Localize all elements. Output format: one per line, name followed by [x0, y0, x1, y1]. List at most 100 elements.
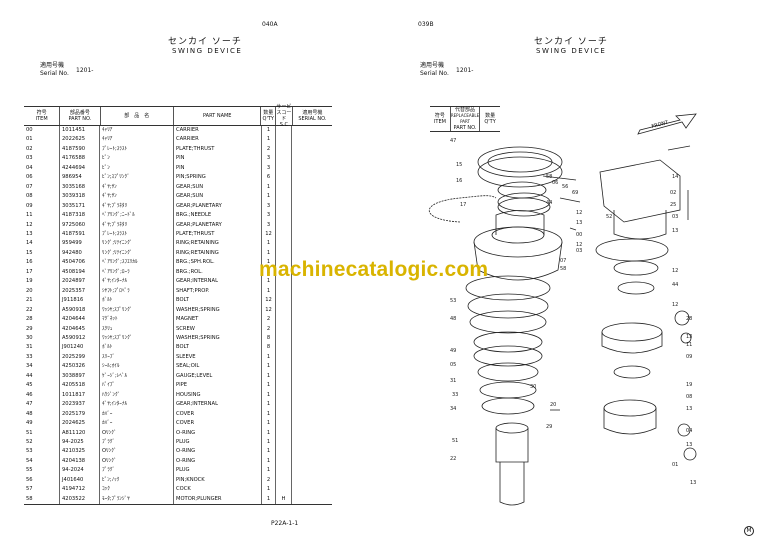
cell-no: 06 [24, 173, 60, 183]
cell-no: 03 [24, 154, 60, 164]
cell-pn: 2024625 [60, 419, 100, 429]
cell-sc [276, 456, 292, 467]
cell-no: 54 [24, 456, 60, 467]
cell-ser [292, 362, 332, 371]
header-name-jp: 部 品 名 [101, 107, 175, 125]
cell-qty: 1 [262, 135, 276, 145]
cell-pn: 3038897 [60, 371, 100, 382]
cell-en: WASHER;SPRING [174, 333, 262, 344]
left-title-en: SWING DEVICE [172, 47, 243, 55]
callout-label: 58 [546, 174, 552, 180]
cell-no: 20 [24, 286, 60, 297]
cell-jp: ｼｰﾙ;ｵｲﾙ [100, 362, 174, 372]
swing-motor [599, 159, 681, 223]
cell-en: PIN [174, 163, 262, 174]
cell-pn: 2023937 [60, 400, 100, 410]
cell-pn: 3035168 [60, 182, 100, 193]
cell-no: 48 [24, 409, 60, 420]
front-arrow-icon [637, 113, 697, 135]
cell-sc [276, 305, 292, 316]
cell-jp: ｶﾊﾞｰ [100, 409, 174, 420]
cell-jp: ｷﾞﾔ;ﾌﾟﾗﾈﾀﾘ [100, 201, 174, 212]
cell-ser [292, 325, 332, 334]
callout-label: 44 [546, 200, 552, 206]
cell-no: 53 [24, 447, 60, 457]
cell-sc [276, 437, 292, 448]
cell-pn: 986954 [60, 173, 100, 183]
cell-pn: 4194712 [60, 485, 100, 495]
cell-en: GEAR;PLANETARY [174, 220, 262, 230]
cell-jp: ﾘﾝｸﾞ;ﾘﾃｲﾆﾝｸﾞ [100, 248, 174, 259]
cell-qty: 1 [262, 371, 276, 382]
cell-ser [292, 315, 332, 324]
cell-sc [276, 173, 292, 183]
callout-label: 12 [576, 210, 582, 216]
cell-no: 12 [24, 220, 60, 230]
cell-jp: ｷﾞﾔ;ｻﾝ [100, 192, 174, 202]
cell-ser [292, 173, 332, 182]
cell-jp: ｷｬﾘｱ [100, 135, 174, 145]
callout-label: 31 [450, 378, 456, 384]
cell-sc [276, 154, 292, 164]
cell-qty: 1 [262, 428, 276, 438]
cell-jp: ﾊﾟｲﾌﾟ [100, 381, 174, 391]
cell-pn: 959499 [60, 239, 100, 249]
cell-ser [292, 438, 332, 447]
cell-en: SHAFT;PROP. [174, 286, 262, 297]
cell-pn: 4176588 [60, 154, 100, 164]
carrier-lower [603, 399, 657, 417]
cell-pn: 4203522 [60, 494, 100, 505]
cell-sc [276, 144, 292, 155]
cell-pn: A811120 [60, 428, 100, 438]
callout-label: 52 [606, 214, 612, 220]
cell-en: SCREW [174, 324, 262, 334]
left-page-code: 040A [262, 21, 278, 28]
cell-no: 45 [24, 381, 60, 391]
callout-label: 19 [686, 382, 692, 388]
propeller-shaft [499, 462, 525, 506]
cell-qty: 1 [262, 248, 276, 259]
cell-ser [292, 192, 332, 201]
callout-label: 33 [452, 392, 458, 398]
cell-ser [292, 476, 332, 485]
cell-en: GEAR;SUN [174, 192, 262, 202]
cell-no: 46 [24, 390, 60, 401]
cell-jp: ﾋﾟﾝ [100, 154, 174, 164]
callout-label: 11 [686, 342, 692, 348]
cell-qty: 1 [262, 400, 276, 410]
cell-sc [276, 239, 292, 249]
callout-label: 05 [450, 362, 456, 368]
cell-en: MAGNET [174, 315, 262, 325]
cell-pn: 2025357 [60, 286, 100, 297]
cell-qty: 1 [262, 419, 276, 429]
cell-jp: ﾌﾟﾗｸﾞ [100, 466, 174, 476]
cell-pn: 4244694 [60, 163, 100, 174]
cell-no: 21 [24, 296, 60, 306]
cell-pn: 2025299 [60, 352, 100, 363]
bearing-upper [497, 192, 551, 212]
callout-label: 01 [672, 462, 678, 468]
callout-label: 47 [450, 138, 456, 144]
cell-ser [292, 466, 332, 475]
cell-qty: 2 [262, 144, 276, 155]
cell-no: 08 [24, 192, 60, 202]
right-serial-label-jp: 適用号機 [420, 62, 445, 69]
cell-no: 22 [24, 305, 60, 316]
right-page-code: 039B [418, 21, 434, 28]
callout-label: 30 [530, 384, 536, 390]
cell-ser [292, 239, 332, 248]
cell-sc [276, 201, 292, 212]
cell-en: PIN;SPRING [174, 173, 262, 183]
cell-no: 47 [24, 400, 60, 410]
cell-en: RING;RETAINING [174, 248, 262, 259]
cell-sc [276, 324, 292, 334]
